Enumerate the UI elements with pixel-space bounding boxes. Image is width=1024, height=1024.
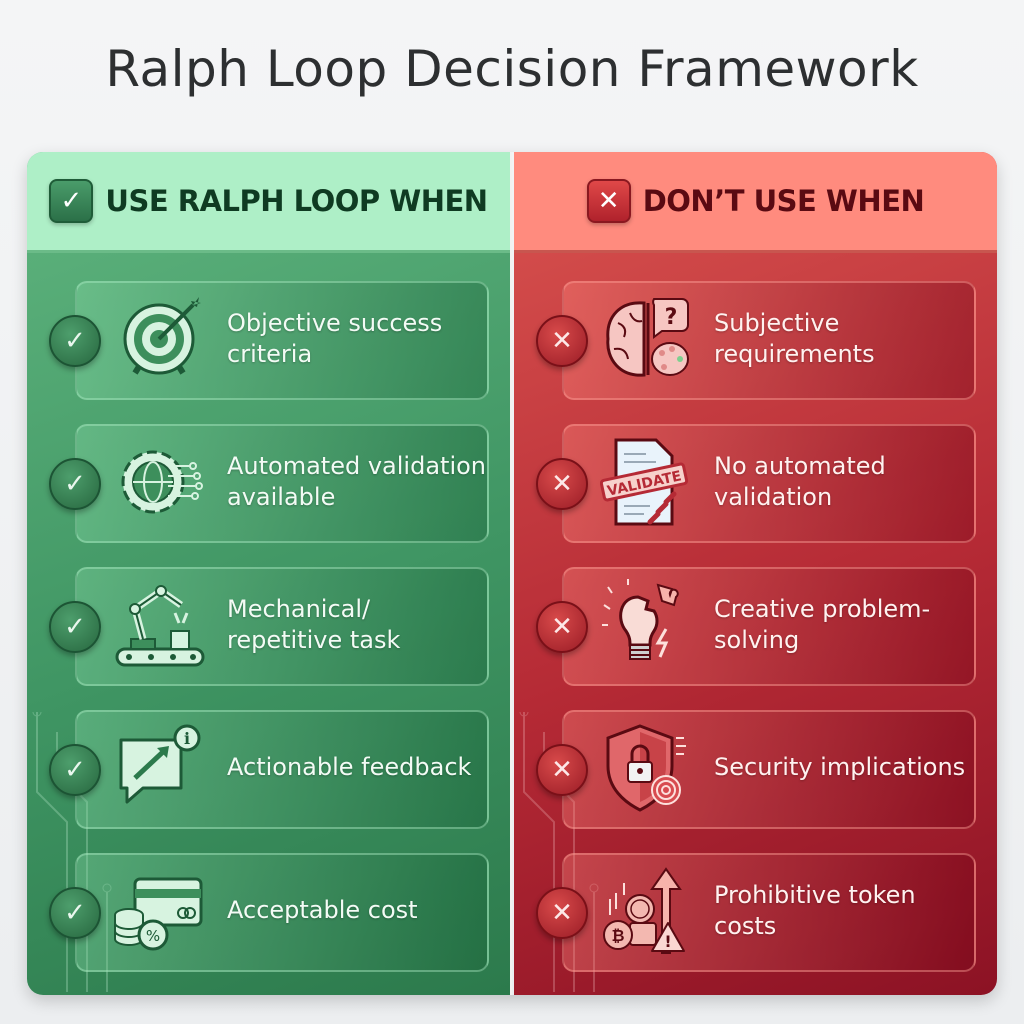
page-title: Ralph Loop Decision Framework bbox=[105, 40, 919, 98]
use-item-label: Actionable feedback bbox=[227, 753, 472, 781]
dont-item: ✕ Creative problem-solving bbox=[514, 567, 997, 686]
check-circle-icon: ✓ bbox=[49, 458, 101, 510]
gear-globe-circuit-icon bbox=[121, 450, 203, 514]
lightbulb-puzzle-icon bbox=[602, 579, 679, 660]
svg-text:₿: ₿ bbox=[611, 926, 624, 945]
check-icon: ✓ bbox=[49, 179, 94, 223]
check-circle-icon: ✓ bbox=[49, 601, 101, 653]
svg-text:%: % bbox=[146, 927, 160, 945]
x-circle-icon: ✕ bbox=[536, 744, 588, 796]
use-item-label: Automated validation available bbox=[227, 451, 487, 511]
svg-text:!: ! bbox=[664, 932, 671, 951]
dont-item: ✕ ₿ ! Prohibitive token costs bbox=[514, 853, 997, 972]
use-list: ✓ Objective success criteria ✓ bbox=[27, 253, 510, 972]
chat-arrow-info-icon: i bbox=[119, 724, 201, 804]
x-circle-icon: ✕ bbox=[536, 887, 588, 939]
target-arrow-icon bbox=[123, 297, 201, 375]
use-item: ✓ Automated validation available bbox=[27, 424, 510, 543]
x-circle-icon: ✕ bbox=[536, 315, 588, 367]
dont-item: ✕ ? Subjective requirements bbox=[514, 281, 997, 400]
dont-item: ✕ Security implications bbox=[514, 710, 997, 829]
dont-item-label: Security implications bbox=[714, 753, 966, 781]
use-item: ✓ Objective success criteria bbox=[27, 281, 510, 400]
use-column: ✓ USE RALPH LOOP WHEN ✓ Objective succes… bbox=[27, 152, 510, 995]
decision-board: ✓ USE RALPH LOOP WHEN ✓ Objective succes… bbox=[27, 152, 997, 995]
x-icon: ✕ bbox=[586, 179, 631, 223]
dont-item: ✕ VALIDATE No automated validation bbox=[514, 424, 997, 543]
dont-item-label: No automated validation bbox=[714, 451, 886, 511]
robot-arm-conveyor-icon bbox=[115, 585, 205, 667]
use-item: ✓ Mechanical/ repetitive task bbox=[27, 567, 510, 686]
use-item: ✓ % Acceptable cost bbox=[27, 853, 510, 972]
dont-item-label: Subjective requirements bbox=[714, 308, 875, 368]
coins-arrow-warning-icon: ₿ ! bbox=[603, 867, 685, 954]
dont-list: ✕ ? Subjective requirements ✕ bbox=[514, 253, 997, 972]
use-item: ✓ i Actionable feedback bbox=[27, 710, 510, 829]
check-circle-icon: ✓ bbox=[49, 744, 101, 796]
svg-text:?: ? bbox=[665, 305, 678, 330]
use-header-title: USE RALPH LOOP WHEN bbox=[105, 184, 488, 218]
use-item-label: Mechanical/ repetitive task bbox=[227, 594, 401, 654]
use-header: ✓ USE RALPH LOOP WHEN bbox=[27, 152, 510, 253]
column-divider bbox=[510, 152, 512, 995]
dont-header-title: DON’T USE WHEN bbox=[642, 184, 925, 218]
x-circle-icon: ✕ bbox=[536, 601, 588, 653]
shield-lock-fingerprint-icon bbox=[606, 724, 686, 812]
dont-item-label: Prohibitive token costs bbox=[714, 880, 916, 940]
coins-card-percent-icon: % bbox=[114, 877, 203, 951]
svg-text:i: i bbox=[184, 729, 190, 748]
use-item-label: Objective success criteria bbox=[227, 308, 443, 368]
check-circle-icon: ✓ bbox=[49, 315, 101, 367]
dont-item-label: Creative problem-solving bbox=[714, 594, 931, 654]
dont-column: ✕ DON’T USE WHEN ✕ ? Subjective requirem… bbox=[514, 152, 997, 995]
dont-header: ✕ DON’T USE WHEN bbox=[514, 152, 997, 253]
check-circle-icon: ✓ bbox=[49, 887, 101, 939]
use-card bbox=[75, 853, 489, 972]
x-circle-icon: ✕ bbox=[536, 458, 588, 510]
use-item-label: Acceptable cost bbox=[227, 896, 418, 924]
brain-palette-question-icon: ? bbox=[606, 298, 689, 377]
document-validate-broken-chain-icon: VALIDATE bbox=[600, 438, 689, 526]
